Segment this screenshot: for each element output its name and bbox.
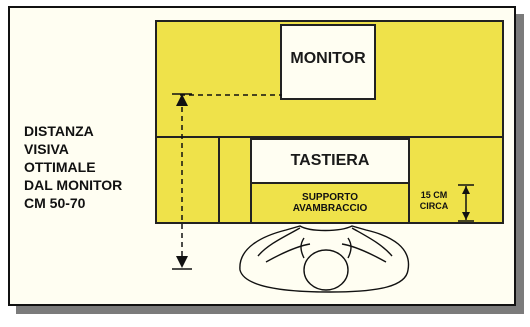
distance-arrow-head-top xyxy=(176,94,188,106)
support-depth-arrow-bottom xyxy=(462,212,470,220)
person-neck-right xyxy=(348,238,351,258)
distance-arrow-head-bottom xyxy=(176,256,188,268)
person-top-view xyxy=(240,226,409,292)
person-forearm-left xyxy=(266,244,310,262)
support-depth-arrow-top xyxy=(462,186,470,194)
person-head xyxy=(304,250,348,290)
person-neck-left xyxy=(301,238,304,258)
person-shoulders xyxy=(240,226,409,292)
person-forearm-right xyxy=(342,244,386,262)
